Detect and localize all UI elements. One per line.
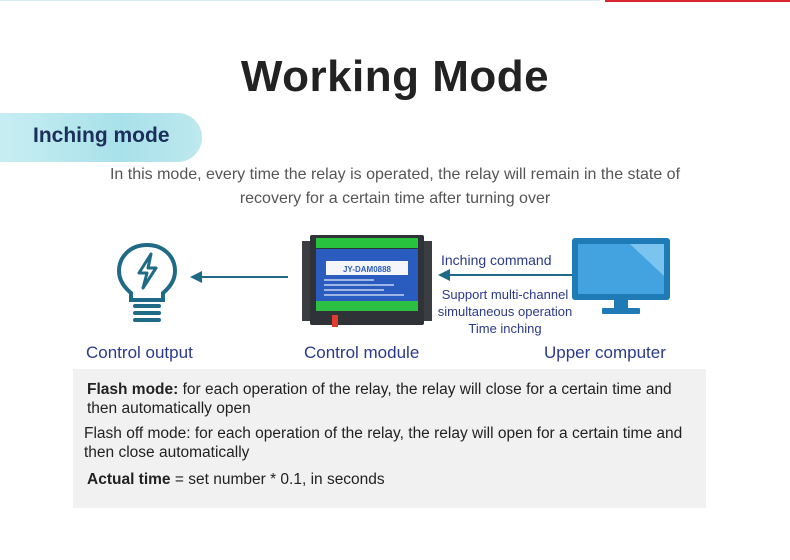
- flash-mode-text: for each operation of the relay, the rel…: [87, 381, 672, 417]
- flash-mode-note: Flash mode: for each operation of the re…: [87, 380, 697, 418]
- support-line: Support multi-channel: [441, 287, 569, 302]
- flash-off-text: : for each operation of the relay, the r…: [84, 425, 683, 461]
- actual-time-note: Actual time = set number * 0.1, in secon…: [87, 470, 697, 489]
- support-line: Time inching: [468, 321, 542, 336]
- upper-computer-label: Upper computer: [544, 343, 666, 362]
- module-model-text: JY-DAM0888: [343, 265, 392, 274]
- section-pill: Inching mode: [0, 113, 202, 162]
- support-line: simultaneous operation: [437, 304, 573, 319]
- control-module-label: Control module: [304, 343, 420, 362]
- section-label: Inching mode: [33, 124, 170, 147]
- page-title: Working Mode: [240, 52, 550, 101]
- flash-mode-term: Flash mode:: [87, 381, 179, 398]
- monitor-icon: [572, 238, 670, 314]
- flash-off-term: Flash off mode: [84, 425, 187, 442]
- mode-description: In this mode, every time the relay is op…: [109, 166, 681, 207]
- actual-time-term: Actual time: [87, 471, 171, 488]
- output-arrow: [190, 271, 288, 283]
- inching-command-label: Inching command: [441, 252, 552, 268]
- notes-box: [73, 369, 706, 508]
- lightbulb-bolt-icon: [116, 242, 178, 322]
- actual-time-text: = set number * 0.1, in seconds: [170, 471, 385, 488]
- flash-off-mode-note: Flash off mode: for each operation of th…: [84, 424, 694, 462]
- top-accent-line-red: [605, 0, 790, 2]
- control-output-label: Control output: [86, 343, 193, 362]
- support-note: Support multi-channel simultaneous opera…: [430, 286, 580, 337]
- top-accent-line: [0, 0, 790, 3]
- relay-module-icon: JY-DAM0888: [302, 235, 432, 327]
- command-arrow: [438, 269, 572, 281]
- top-accent-line-blue: [0, 0, 600, 1]
